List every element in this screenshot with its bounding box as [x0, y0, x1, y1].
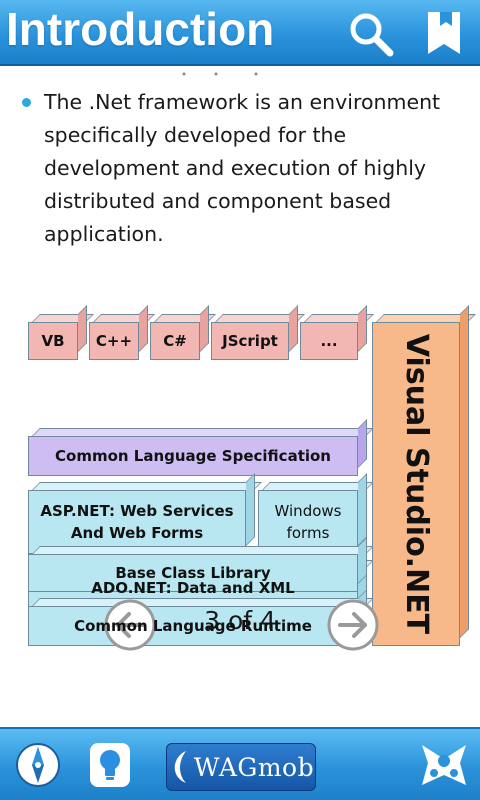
navigation-button[interactable]	[14, 741, 62, 789]
lang-box-csharp: C#	[150, 305, 216, 360]
visual-studio-box: Visual Studio.NET	[372, 305, 476, 646]
share-icon	[422, 745, 466, 785]
winforms-box: Windows forms	[258, 473, 374, 554]
bullet-text: The .Net framework is an environment spe…	[44, 90, 441, 246]
bookmark-icon	[428, 12, 460, 54]
aspnet-box: ASP.NET: Web Services And Web Forms	[28, 473, 262, 554]
pager: 3 of 4	[0, 594, 480, 652]
lang-box-jscript: JScript	[211, 305, 305, 360]
page-title: Introduction	[6, 3, 275, 55]
app-footer: WAGmob	[0, 727, 480, 800]
cls-label: Common Language Specification	[55, 447, 331, 465]
wagmob-logo-text: WAGmob	[193, 752, 315, 782]
bullet-marker	[22, 98, 31, 107]
winforms-label: Windows forms	[274, 502, 342, 542]
tips-button[interactable]	[88, 741, 132, 789]
share-button[interactable]	[418, 739, 470, 793]
arrow-left-icon	[104, 599, 156, 651]
lang-box-vb: VB	[28, 305, 94, 360]
aspnet-label: ASP.NET: Web Services And Web Forms	[40, 502, 234, 542]
wagmob-swoosh-icon	[174, 751, 186, 783]
slide-content: The .Net framework is an environment spe…	[0, 66, 480, 726]
lang-label-more: ...	[320, 332, 338, 350]
adonet-label: ADO.NET: Data and XML	[91, 579, 295, 597]
lang-label-cpp: C++	[95, 332, 133, 350]
lang-box-cpp: C++	[89, 305, 155, 360]
clr-label: Common Language Runtime	[74, 617, 312, 635]
search-icon	[350, 13, 394, 57]
visual-studio-label: Visual Studio.NET	[399, 333, 435, 635]
previous-page-button[interactable]	[103, 598, 157, 652]
lang-box-more: ...	[300, 305, 374, 360]
page-indicator: 3 of 4	[204, 606, 276, 635]
arrow-right-icon	[327, 599, 379, 651]
cls-box: Common Language Specification	[28, 419, 374, 476]
bookmark-button[interactable]	[420, 8, 470, 58]
search-button[interactable]	[346, 8, 396, 58]
lang-label-csharp: C#	[163, 332, 187, 350]
app-header: Introduction	[0, 0, 480, 66]
clr-box: Common Language Runtime	[28, 589, 374, 646]
bcl-box: Base Class Library	[28, 537, 374, 592]
lang-label-jscript: JScript	[222, 332, 278, 350]
scroll-hint-dots	[182, 72, 258, 76]
compass-icon	[16, 743, 60, 787]
lightbulb-icon	[90, 743, 130, 787]
next-page-button[interactable]	[326, 598, 380, 652]
wagmob-logo[interactable]: WAGmob	[166, 743, 316, 791]
lang-label-vb: VB	[41, 332, 65, 350]
bcl-label: Base Class Library	[115, 564, 271, 582]
